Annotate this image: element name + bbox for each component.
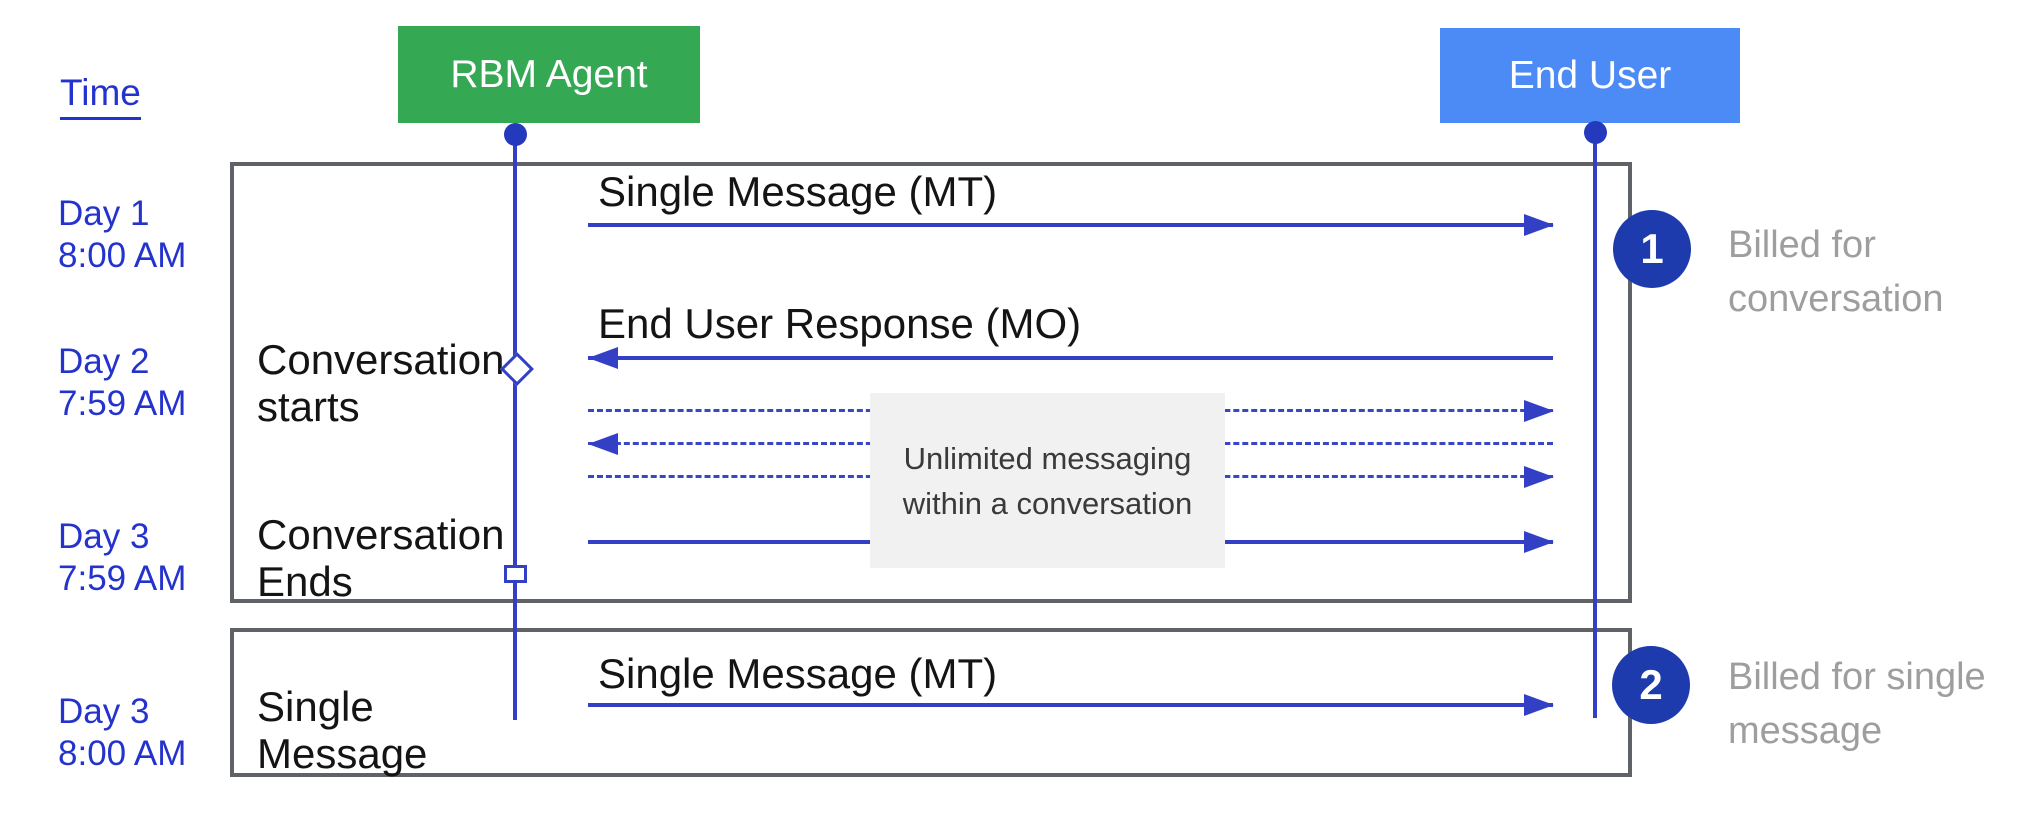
badge-1-number: 1	[1640, 225, 1664, 272]
conversation-end-square-icon	[504, 565, 527, 583]
frame-conversation-billing	[230, 162, 1632, 603]
timeline-label-day3-759: Day 3 7:59 AM	[58, 517, 187, 598]
message-label-single-message-mt-1: Single Message (MT)	[598, 168, 998, 215]
badge-1: 1	[1613, 210, 1691, 288]
timeline-label-day3-800: Day 3 8:00 AM	[58, 692, 187, 773]
time-axis-label: Time	[60, 72, 141, 120]
annotation-billed-for-conversation: Billed for conversation	[1728, 224, 1944, 320]
arrowhead-right-icon	[1524, 214, 1554, 236]
milestone-label-conversation-ends: Conversation Ends	[257, 511, 505, 605]
participant-label-end-user: End User	[1508, 53, 1672, 97]
lifeline-end-user	[1593, 132, 1597, 718]
timeline-label-day2: Day 2 7:59 AM	[58, 342, 187, 423]
lifeline-dot-end-user-icon	[1584, 121, 1607, 144]
message-line-mt-1	[588, 223, 1553, 227]
message-label-single-message-mt-2: Single Message (MT)	[598, 650, 998, 697]
participant-label-rbm-agent: RBM Agent	[450, 52, 648, 96]
lifeline-dot-rbm-agent-icon	[504, 123, 527, 146]
participant-box-rbm-agent: RBM Agent	[398, 26, 700, 123]
participant-box-end-user: End User	[1440, 28, 1740, 123]
milestone-label-single-message: Single Message	[257, 683, 428, 777]
message-line-mo	[588, 356, 1553, 360]
lifeline-rbm-agent	[513, 134, 517, 720]
arrowhead-right-icon	[1524, 466, 1554, 488]
arrowhead-left-icon	[588, 347, 618, 369]
arrowhead-right-icon	[1524, 694, 1554, 716]
annotation-billed-for-single-message: Billed for single message	[1728, 656, 1986, 752]
timeline-label-day1: Day 1 8:00 AM	[58, 194, 187, 275]
arrowhead-left-icon	[588, 433, 618, 455]
note-box-unlimited-messaging: Unlimited messaging within a conversatio…	[870, 393, 1225, 568]
note-text: Unlimited messaging within a conversatio…	[902, 440, 1193, 521]
message-line-mt-2	[588, 703, 1553, 707]
arrowhead-right-icon	[1524, 400, 1554, 422]
arrowhead-right-icon	[1524, 531, 1554, 553]
message-label-end-user-response-mo: End User Response (MO)	[598, 300, 1082, 347]
badge-2-number: 2	[1639, 661, 1663, 708]
milestone-label-conversation-starts: Conversation starts	[257, 336, 505, 430]
badge-2: 2	[1612, 646, 1690, 724]
